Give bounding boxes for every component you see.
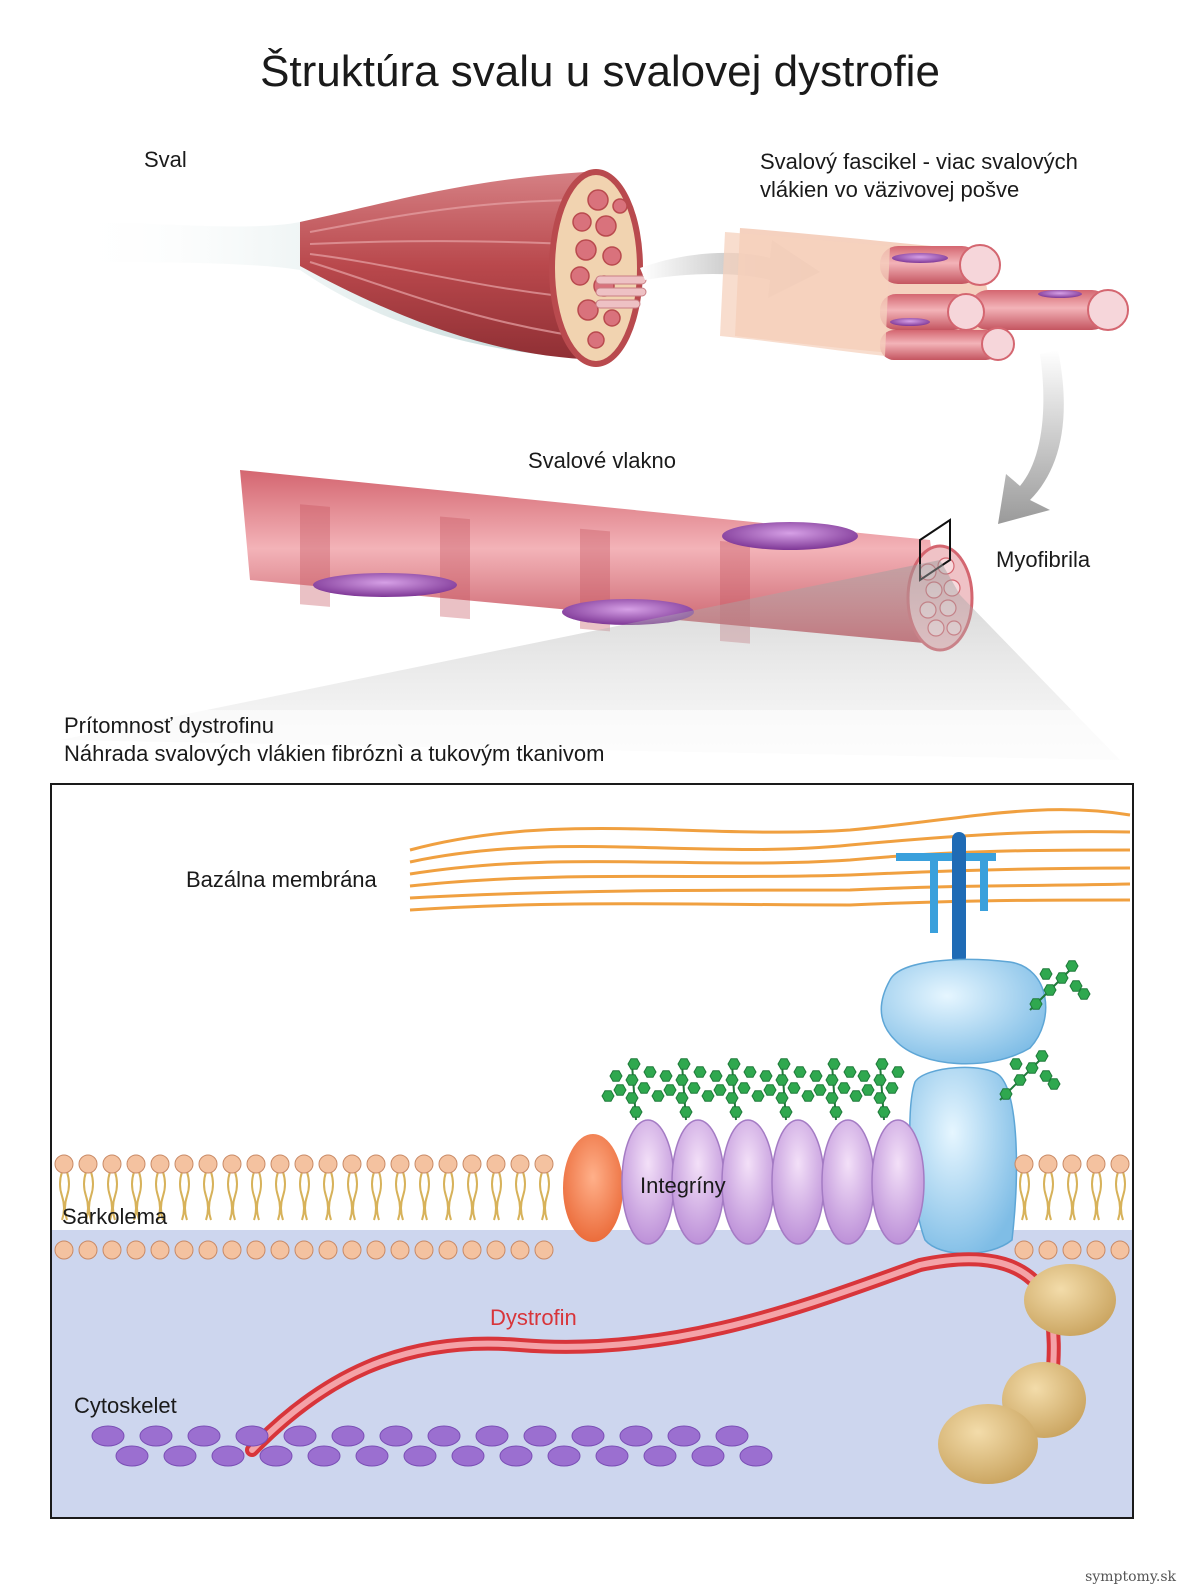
watermark: symptomy.sk bbox=[1085, 1569, 1176, 1585]
basal-membrane-fibers bbox=[409, 808, 1131, 912]
diagram-title: Štruktúra svalu u svalovej dystrofie bbox=[260, 47, 940, 96]
label-fiber: Svalové vlakno bbox=[528, 448, 676, 473]
label-fascicle-line2: vlákien vo väzivovej pošve bbox=[760, 177, 1020, 202]
label-note-line2: Náhrada svalových vlákien fibróznì a tuk… bbox=[64, 741, 605, 766]
label-fascicle-line1: Svalový fascikel - viac svalových bbox=[760, 149, 1078, 174]
laminin-anchor bbox=[896, 832, 996, 964]
sarcolemma-bilayer bbox=[54, 1154, 1130, 1260]
dystroglycan-complex bbox=[880, 958, 1047, 1255]
fascicle-illustration bbox=[720, 228, 1129, 361]
arrow-to-fiber bbox=[998, 350, 1064, 524]
label-note-line1: Prítomnosť dystrofinu bbox=[64, 713, 274, 738]
membrane-panel-frame bbox=[50, 783, 1134, 1519]
label-myofibril: Myofibrila bbox=[996, 547, 1091, 572]
glycan-chains bbox=[601, 960, 1091, 1121]
label-dystrophin: Dystrofin bbox=[490, 1305, 577, 1330]
membrane-protein bbox=[563, 1134, 623, 1242]
label-basal-membrane: Bazálna membrána bbox=[186, 867, 377, 892]
integrin-molecules bbox=[621, 1119, 925, 1245]
label-muscle: Sval bbox=[144, 147, 187, 172]
actin-filament bbox=[91, 1425, 773, 1467]
anchor-proteins bbox=[938, 1264, 1116, 1484]
label-integrins: Integríny bbox=[640, 1173, 726, 1198]
label-sarcolemma: Sarkolema bbox=[62, 1204, 168, 1229]
label-cytoskeleton: Cytoskelet bbox=[74, 1393, 177, 1418]
muscle-illustration bbox=[70, 169, 647, 367]
